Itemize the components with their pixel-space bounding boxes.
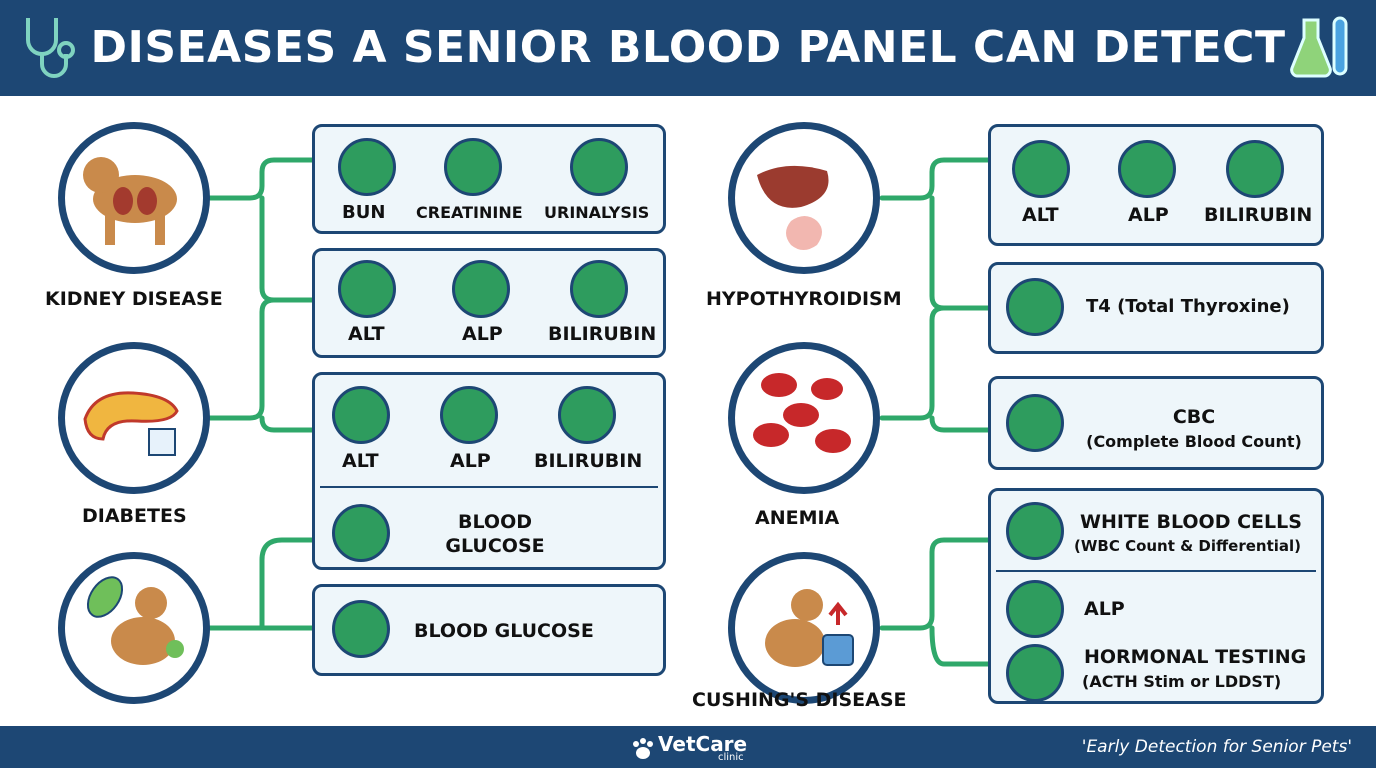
disease-label-anemia: ANEMIA bbox=[755, 507, 840, 529]
header-bar bbox=[0, 0, 1376, 96]
disease-label-kidney: KIDNEY DISEASE bbox=[45, 288, 223, 310]
t4-tube-icon bbox=[1006, 278, 1064, 336]
test-label: CBC bbox=[1172, 406, 1216, 428]
cushings-illustration bbox=[728, 552, 880, 704]
page-title: DISEASES A SENIOR BLOOD PANEL CAN DETECT bbox=[90, 22, 1286, 73]
brand-logo: VetCare clinic bbox=[630, 730, 770, 766]
alp-icon bbox=[452, 260, 510, 318]
footer-tagline: 'Early Detection for Senior Pets' bbox=[1081, 737, 1352, 757]
creatinine-icon bbox=[444, 138, 502, 196]
box-divider bbox=[996, 570, 1316, 572]
test-sublabel: (WBC Count & Differential) bbox=[1074, 537, 1302, 555]
brand-name: VetCare bbox=[658, 732, 748, 756]
box-divider bbox=[320, 486, 658, 488]
test-label: BILIRUBIN bbox=[1204, 204, 1313, 226]
test-label: CREATININE bbox=[416, 203, 523, 222]
alp-icon bbox=[1118, 140, 1176, 198]
bilirubin-icon bbox=[570, 260, 628, 318]
test-sublabel: (ACTH Stim or LDDST) bbox=[1082, 672, 1282, 691]
disease-label-cushings: CUSHING'S DISEASE bbox=[692, 689, 907, 711]
test-label: ALP bbox=[450, 450, 491, 472]
bun-icon bbox=[338, 138, 396, 196]
test-label: ALP bbox=[1084, 598, 1125, 620]
test-label: BLOOD GLUCOSE bbox=[445, 511, 545, 557]
disease-label-hypothyroidism: HYPOTHYROIDISM bbox=[706, 288, 902, 310]
test-label: ALT bbox=[348, 323, 385, 345]
diabetes-illustration bbox=[58, 342, 210, 494]
test-label: HORMONAL TESTING bbox=[1084, 646, 1307, 668]
test-label: BILIRUBIN bbox=[534, 450, 643, 472]
blood-drop-icon bbox=[332, 600, 390, 658]
bilirubin-icon bbox=[558, 386, 616, 444]
alt-icon bbox=[1012, 140, 1070, 198]
bilirubin-icon bbox=[1226, 140, 1284, 198]
white-cells-icon bbox=[1006, 502, 1064, 560]
test-label: URINALYSIS bbox=[544, 203, 650, 222]
anemia-illustration bbox=[728, 342, 880, 494]
test-label: ALP bbox=[462, 323, 503, 345]
brand-sub: clinic bbox=[718, 752, 744, 763]
urinalysis-icon bbox=[570, 138, 628, 196]
test-label: ALT bbox=[1022, 204, 1059, 226]
stethoscope-icon bbox=[26, 18, 75, 78]
test-label: ALP bbox=[1128, 204, 1169, 226]
test-label: BLOOD GLUCOSE bbox=[414, 620, 594, 642]
test-label: BILIRUBIN bbox=[548, 323, 657, 345]
footer-bar bbox=[0, 726, 1376, 768]
flask-icon bbox=[1006, 580, 1064, 638]
hormone-flask-icon bbox=[1006, 644, 1064, 702]
kidney-disease-illustration bbox=[58, 122, 210, 274]
flask-icon bbox=[1290, 16, 1348, 78]
blood-tubes-icon bbox=[1006, 394, 1064, 452]
alp-icon bbox=[440, 386, 498, 444]
test-box-glucose bbox=[312, 584, 666, 676]
alt-icon bbox=[332, 386, 390, 444]
alt-icon bbox=[338, 260, 396, 318]
test-box-thyroid bbox=[988, 262, 1324, 354]
disease-label-diabetes: DIABETES bbox=[82, 505, 187, 527]
test-label: WHITE BLOOD CELLS bbox=[1080, 511, 1302, 533]
infection-illustration bbox=[58, 552, 210, 704]
test-label: BUN bbox=[342, 202, 386, 223]
test-label: T4 (Total Thyroxine) bbox=[1086, 296, 1290, 317]
hypothyroidism-illustration bbox=[728, 122, 880, 274]
test-label: ALT bbox=[342, 450, 379, 472]
glucometer-icon bbox=[332, 504, 390, 562]
paw-icon bbox=[633, 738, 653, 759]
test-sublabel: (Complete Blood Count) bbox=[1086, 432, 1302, 451]
